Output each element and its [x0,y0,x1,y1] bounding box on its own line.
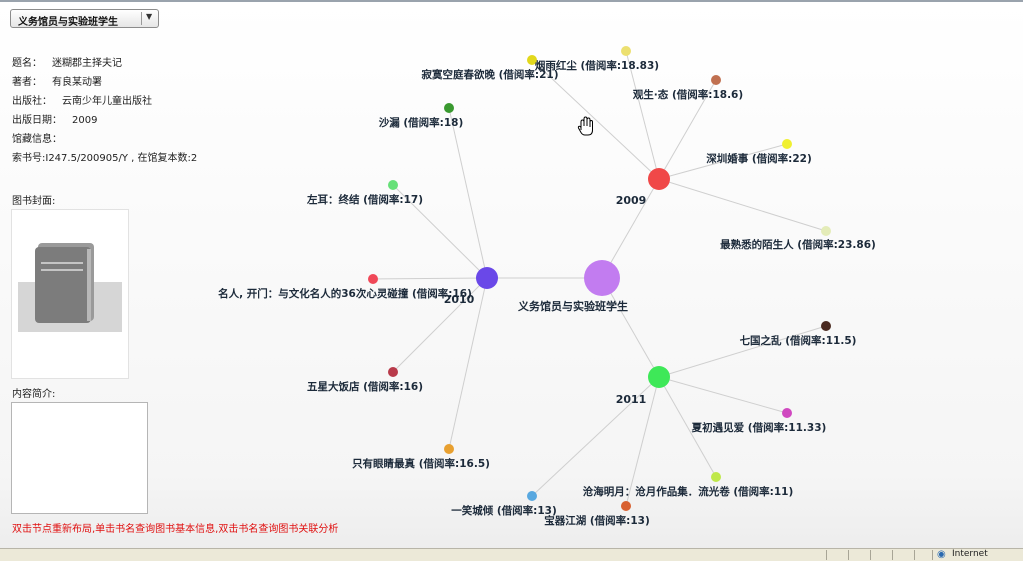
book-pubdate-value: 2009 [72,115,98,126]
reader-group-select-value: 义务馆员与实验班学生 [18,17,118,28]
info-pubdate: 出版日期：2009 [12,115,98,126]
book-label-2009-5[interactable]: 最熟悉的陌生人 (借阅率:23.86) [720,238,876,251]
book-node-2011-5[interactable] [527,491,537,501]
graph-edge [448,107,488,279]
info-publisher: 出版社：云南少年儿童出版社 [12,96,152,107]
info-callnumber: 索书号:I247.5/200905/Y , 在馆复本数:2 [12,153,198,164]
book-cover [11,209,129,379]
graph-edge [658,143,788,180]
book-node-2009-2[interactable] [621,46,631,56]
graph-edge [658,376,717,478]
book-node-2009-4[interactable] [782,139,792,149]
book-node-2010-1[interactable] [444,103,454,113]
usage-hint: 双击节点重新布局,单击书名查询图书基本信息,双击书名查询图书关联分析 [12,524,339,535]
graph-edge [392,184,488,279]
info-title: 题名：迷糊郡主择夫记 [12,58,122,69]
book-node-2010-5[interactable] [444,444,454,454]
security-zone: Internet [952,549,988,559]
book-label-2011-1[interactable]: 七国之乱 (借阅率:11.5) [740,334,857,347]
book-node-2009-1[interactable] [527,55,537,65]
graph-edge [658,178,827,232]
book-title-value: 迷糊郡主择夫记 [52,58,122,69]
graph-edge [658,325,827,378]
book-label-2010-4[interactable]: 五星大饭店 (借阅率:16) [307,380,423,393]
graph-edge [448,277,488,450]
year-node-2011[interactable] [648,366,670,388]
graph-edge [531,376,660,497]
book-node-2011-4[interactable] [621,501,631,511]
book-author-value: 有良某动署 [52,77,102,88]
book-label-2011-5[interactable]: 一笑城倾 (借阅率:13) [451,504,557,517]
call-number-value: I247.5/200905/Y , 在馆复本数:2 [45,153,198,164]
graph-edge [601,178,660,279]
center-label[interactable]: 义务馆员与实验班学生 [518,299,628,313]
book-label-2009-3[interactable]: 观生·态 (借阅率:18.6) [633,88,743,101]
book-label-2010-1[interactable]: 沙漏 (借阅率:18) [379,116,464,129]
graph-edge [625,376,660,507]
center-node[interactable] [584,260,620,296]
book-label-2010-2[interactable]: 左耳：终结 (借阅率:17) [306,193,423,206]
year-label-2009[interactable]: 2009 [616,194,647,207]
graph-edge [392,277,488,373]
book-node-2011-1[interactable] [821,321,831,331]
relation-graph[interactable]: 义务馆员与实验班学生 2009 2010 2011 寂寞空庭春欲晚 (借阅率:2… [0,0,1023,548]
info-author: 著者：有良某动署 [12,77,102,88]
window-top-border [0,0,1023,2]
description-box [11,402,148,514]
book-node-2011-3[interactable] [711,472,721,482]
book-label-2011-2[interactable]: 夏初遇见爱 (借阅率:11.33) [691,421,827,434]
select-separator [141,12,142,25]
graph-edge [658,79,717,180]
book-node-2009-5[interactable] [821,226,831,236]
book-label-2010-5[interactable]: 只有眼睛最真 (借阅率:16.5) [352,457,490,470]
description-label: 内容简介: [12,389,56,400]
book-label-2011-4[interactable]: 宝器江湖 (借阅率:13) [544,514,650,527]
year-node-2009[interactable] [648,168,670,190]
info-holdings: 馆藏信息： [12,134,62,145]
graph-edge [658,376,788,414]
cover-label: 图书封面: [12,196,56,207]
book-node-2009-3[interactable] [711,75,721,85]
reader-group-select[interactable]: 义务馆员与实验班学生 ▼ [10,9,159,28]
book-label-2011-3[interactable]: 沧海明月：沧月作品集．流光卷 (借阅率:11) [583,485,794,498]
status-bar: ◉ Internet [0,548,1023,561]
hand-cursor-icon [577,116,593,136]
chevron-down-icon[interactable]: ▼ [146,12,153,21]
book-label-2009-1[interactable]: 寂寞空庭春欲晚 (借阅率:21) [421,68,558,81]
graph-edge [601,277,660,378]
graph-edge [372,277,488,280]
year-label-2011[interactable]: 2011 [616,393,647,406]
year-label-2010[interactable]: 2010 [444,293,475,306]
graph-edge [531,59,660,180]
globe-icon: ◉ [937,549,946,560]
book-label-2010-3[interactable]: 名人, 开门：与文化名人的36次心灵碰撞 (借阅率:16) [218,287,472,300]
book-label-2009-2[interactable]: 烟雨红尘 (借阅率:18.83) [535,59,659,72]
book-publisher-value: 云南少年儿童出版社 [62,96,152,107]
graph-edge [625,50,660,180]
book-placeholder-icon [18,243,122,332]
book-node-2011-2[interactable] [782,408,792,418]
book-node-2010-4[interactable] [388,367,398,377]
book-label-2009-4[interactable]: 深圳婚事 (借阅率:22) [706,152,812,165]
year-node-2010[interactable] [476,267,498,289]
book-node-2010-3[interactable] [368,274,378,284]
book-node-2010-2[interactable] [388,180,398,190]
